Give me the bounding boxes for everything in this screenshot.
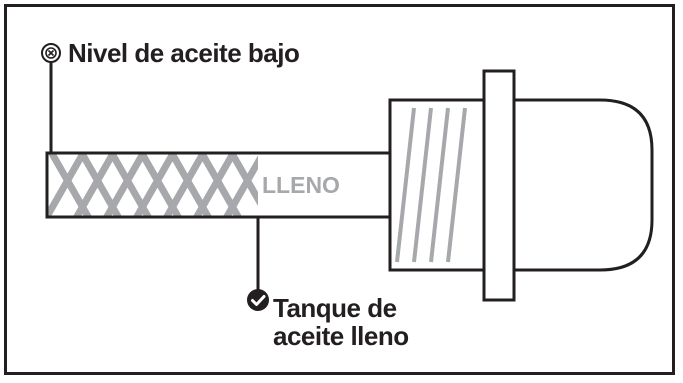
full-mark-label: LLENO xyxy=(262,172,340,198)
thread-lines xyxy=(395,107,467,263)
dipstick-cap xyxy=(512,98,654,272)
full-tank-label-line1: Tanque de xyxy=(273,293,397,323)
low-oil-label: Nivel de aceite bajo xyxy=(68,38,300,68)
full-tank-label: Tanque de aceite lleno xyxy=(273,294,409,350)
dipstick-collar xyxy=(482,69,516,302)
full-tank-label-line2: aceite lleno xyxy=(273,321,409,351)
full-range-hatch xyxy=(48,154,258,216)
check-circle-icon xyxy=(247,289,269,311)
x-circle-icon xyxy=(41,43,61,63)
